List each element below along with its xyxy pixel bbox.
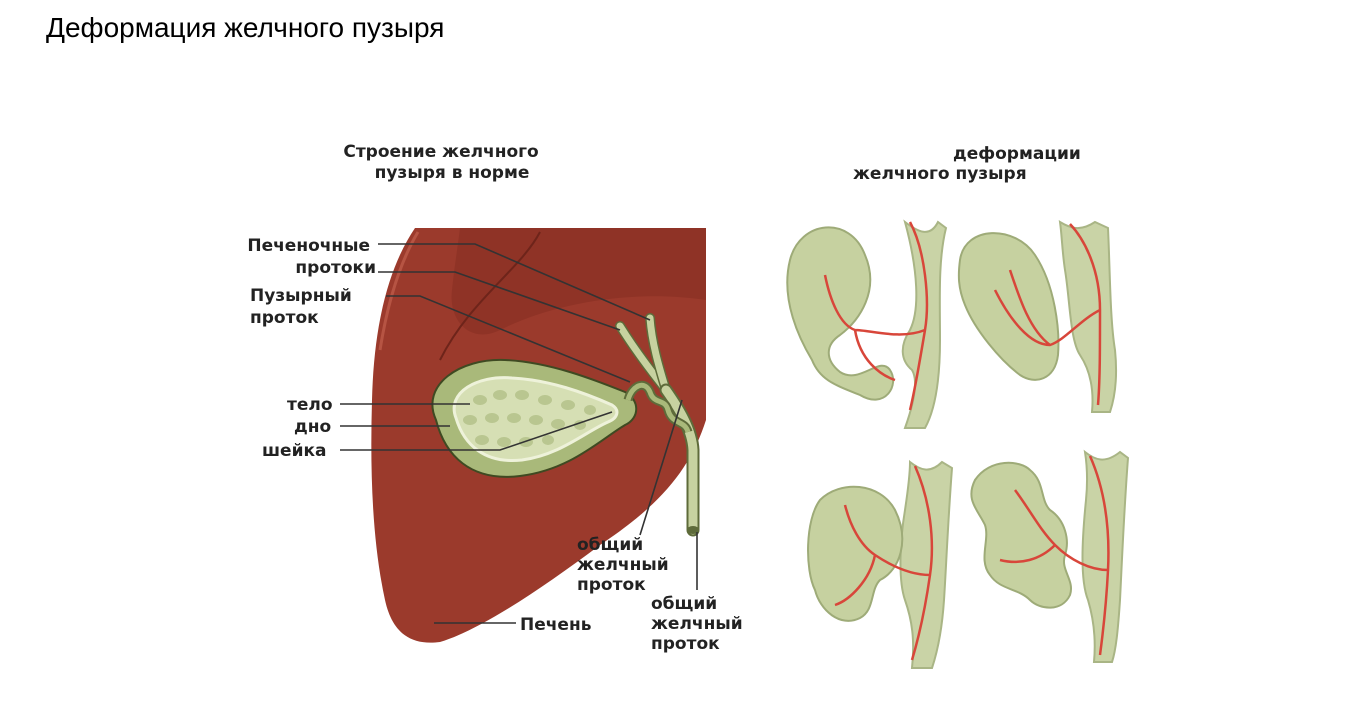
- label-liver: Печень: [520, 615, 591, 635]
- deformation-3-sac: [807, 485, 904, 622]
- deformation-heading-line-1: деформации: [953, 144, 1081, 164]
- cystic-duct-spiral-fill: [625, 382, 691, 433]
- label-common-bile-duct-1-line-2: желчный: [577, 555, 669, 575]
- label-hepatic-ducts-line-1: Печеночные: [247, 236, 370, 256]
- common-duct-opening: [687, 526, 699, 534]
- deformation-3-vessels: [834, 465, 934, 661]
- leader-hepatic-2: [378, 271, 621, 331]
- liver-lobe-shading: [451, 228, 706, 335]
- label-common-bile-duct-1: общий желчный проток: [577, 535, 675, 595]
- label-cystic-duct-line-2: проток: [250, 308, 319, 328]
- deformation-1-sac: [786, 226, 895, 401]
- label-common-bile-duct-1-line-3: проток: [577, 575, 646, 595]
- label-common-bile-duct-1-line-1: общий: [577, 535, 643, 555]
- normal-labels: Печеночные протоки Пузырный проток тело …: [247, 236, 749, 654]
- deformation-3-duct: [899, 459, 954, 669]
- deformation-4-duct: [1081, 449, 1130, 663]
- deformation-2-vessels: [993, 223, 1102, 406]
- deformation-illustration-3: [807, 459, 954, 669]
- leader-common-duct-1: [639, 399, 683, 536]
- label-body: тело: [287, 395, 333, 415]
- label-common-bile-duct-2-line-1: общий: [651, 594, 717, 614]
- label-common-bile-duct-2-line-3: проток: [651, 634, 720, 654]
- normal-gallbladder: [431, 358, 638, 478]
- slide-title: Деформация желчного пузыря: [46, 12, 445, 43]
- deformation-illustration-1: [786, 219, 948, 429]
- label-common-bile-duct-2-line-2: желчный: [651, 614, 743, 634]
- deformation-heading: деформации желчного пузыря: [853, 144, 1087, 184]
- deformation-4-vessels: [999, 455, 1110, 656]
- normal-anatomy-panel: Строение желчного пузыря в норме: [247, 142, 749, 654]
- deformation-4-sac: [970, 461, 1073, 609]
- bile-ducts: [615, 313, 700, 537]
- label-fundus: дно: [294, 417, 331, 437]
- deformation-2-sac: [957, 232, 1060, 381]
- liver-edge-highlight: [378, 231, 420, 351]
- leader-neck: [340, 411, 613, 451]
- label-neck: шейка: [262, 441, 327, 461]
- label-cystic-duct-line-1: Пузырный: [250, 286, 352, 306]
- mucosa-pattern: [463, 390, 596, 447]
- normal-heading: Строение желчного пузыря в норме: [343, 142, 544, 183]
- deformation-heading-line-2: желчного пузыря: [853, 164, 1027, 184]
- deformation-illustration-4: [970, 449, 1130, 663]
- deformation-illustration-2: [957, 220, 1118, 413]
- deformation-panel: деформации желчного пузыря: [786, 144, 1130, 669]
- normal-heading-line-1: Строение желчного: [343, 142, 538, 162]
- label-hepatic-ducts: Печеночные протоки: [247, 236, 376, 278]
- label-leader-lines: [340, 243, 698, 624]
- deformation-1-vessels: [823, 221, 929, 411]
- liver-lobe-line: [439, 231, 541, 361]
- deformation-1-duct: [901, 219, 948, 429]
- label-cystic-duct: Пузырный проток: [250, 286, 358, 328]
- normal-heading-line-2: пузыря в норме: [375, 163, 530, 183]
- label-hepatic-ducts-line-2: протоки: [295, 258, 376, 278]
- leader-cystic: [386, 295, 631, 383]
- label-common-bile-duct-2: общий желчный проток: [651, 594, 749, 654]
- leader-hepatic-1: [378, 243, 651, 321]
